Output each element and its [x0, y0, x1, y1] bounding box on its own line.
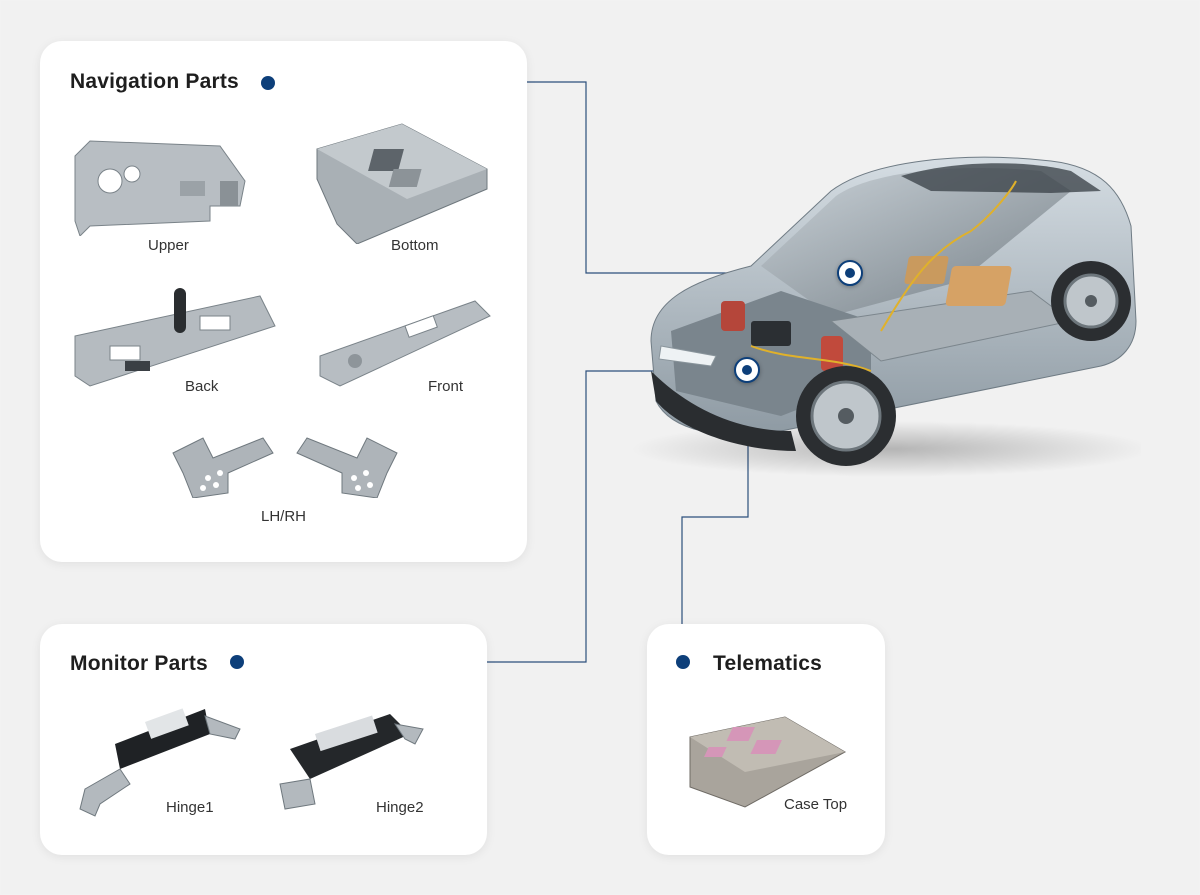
upper-part-image: [74, 140, 246, 236]
back-part-image: [74, 288, 276, 387]
lh-rh-label: LH/RH: [261, 508, 307, 525]
navigation-dot-marker: [261, 76, 275, 90]
rh-part-image: [296, 437, 398, 498]
case-top-label: Case Top: [784, 796, 848, 813]
monitor-dot-marker: [230, 655, 244, 669]
hinge2-label: Hinge2: [376, 799, 424, 816]
front-part-image: [319, 300, 491, 387]
monitor-parts-card: Monitor Parts Hinge1 Hinge2: [40, 624, 487, 855]
hinge1-part-image: [79, 708, 241, 817]
navigation-parts-title: Navigation Parts: [70, 70, 239, 93]
monitor-parts-title: Monitor Parts: [70, 652, 208, 675]
upper-label: Upper: [148, 237, 189, 254]
back-label: Back: [185, 378, 219, 395]
case-top-part-image: [689, 716, 847, 808]
car-cutaway-illustration: [631, 156, 1141, 477]
telematics-title: Telematics: [713, 652, 822, 675]
bottom-part-image: [316, 123, 488, 244]
hinge1-label: Hinge1: [166, 799, 214, 816]
hinge2-part-image: [279, 714, 424, 810]
bottom-label: Bottom: [391, 237, 439, 254]
hotspot-navigation[interactable]: [837, 260, 863, 286]
lh-part-image: [172, 437, 274, 498]
hotspot-monitor[interactable]: [734, 357, 760, 383]
front-label: Front: [428, 378, 464, 395]
navigation-parts-card: Navigation Parts Upper Bottom Back: [40, 41, 527, 562]
telematics-dot-marker: [676, 655, 690, 669]
